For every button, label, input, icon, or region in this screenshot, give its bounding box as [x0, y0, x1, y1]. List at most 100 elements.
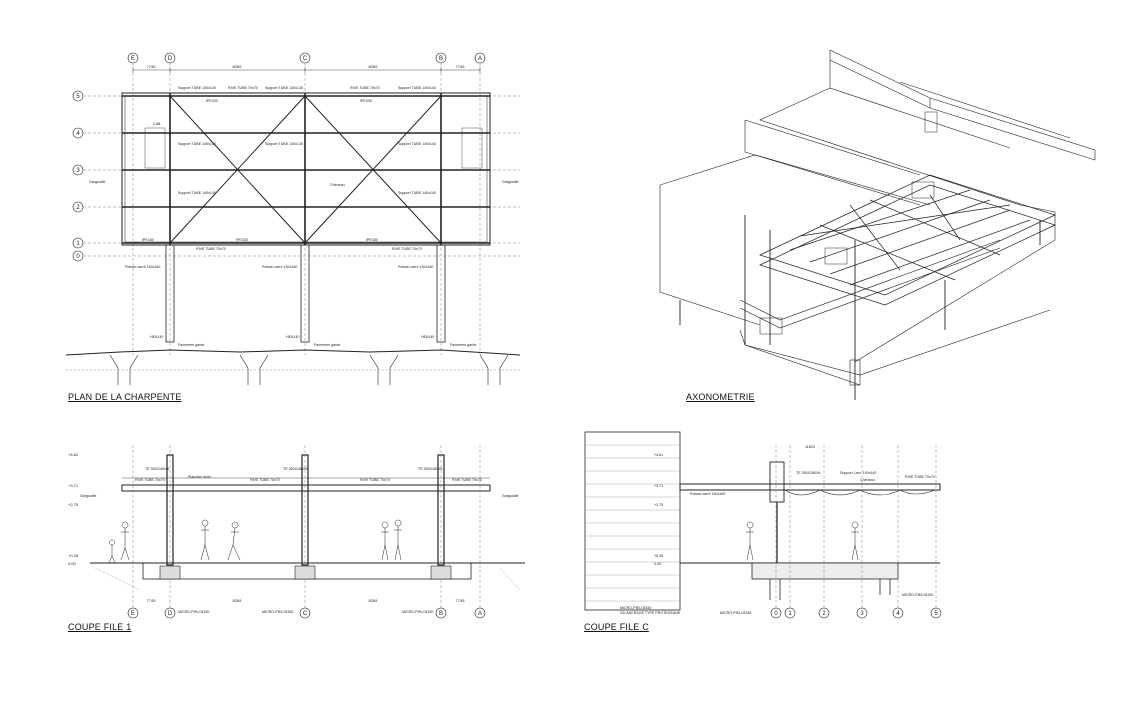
plan-columns: [169, 93, 442, 245]
s1-elev-low: +2.75: [68, 502, 79, 507]
s1-label-rive-3: RIVE TUBE 70x70: [360, 478, 390, 482]
plan-label-support-4: Support TUBE 140x140: [178, 142, 216, 146]
plan-label-poteau-1: Poteau carré 160x160: [125, 265, 160, 269]
s1-axis-A: A: [478, 611, 482, 617]
sC-label-chemin: Chêneau: [860, 478, 875, 482]
section1-pile-caps: [159, 565, 452, 580]
section-1-title: COUPE FILE 1: [68, 622, 132, 632]
sC-label-support: Support Lam. 140x140: [840, 471, 876, 475]
s1-axis-C: C: [303, 611, 308, 617]
s1-label-te-1: TE 300X180X6: [145, 467, 169, 471]
sC-label-rive: RIVE TUBE 70x70: [905, 475, 935, 479]
plan-axis-A: A: [478, 56, 482, 62]
plan-label-ipe-3: IPE330: [236, 238, 248, 242]
s1-label-gargouille-left: Gargouille: [80, 494, 96, 498]
s1-label-micropieu-1: MICRO-PIEU Ø150: [178, 610, 209, 614]
axo-roof-frame: [759, 174, 1056, 306]
plan-label-poteau-2: Poteau carré 160x160: [262, 265, 297, 269]
plan-frame-outline: [121, 92, 491, 246]
plan-row-5: 5: [76, 94, 80, 100]
plan-label-rive-3: RIVE TUBE 70x70: [196, 247, 226, 251]
section1-columns: [166, 454, 445, 566]
sC-elev-mid: +3.71: [654, 484, 663, 488]
plan-label-rive-2: RIVE TUBE 70x70: [350, 86, 380, 90]
plan-label-pavement-2: Pavement garde: [314, 343, 340, 347]
plan-label-support-8: Support TUBE 140x140: [398, 191, 436, 195]
plan-posts: [165, 244, 446, 343]
sectionC-axis-bubbles: [770, 607, 942, 619]
plan-axis-C: C: [303, 56, 308, 62]
s1-dim-edge-right: 7745: [456, 598, 466, 603]
plan-label-hea-3: HEA140: [421, 335, 434, 339]
plan-label-rive-1: RIVE TUBE 70x70: [228, 86, 258, 90]
sC-elev-low: +2.75: [654, 503, 663, 507]
sectionC-piles: [769, 579, 891, 600]
plan-row-3: 3: [76, 168, 80, 174]
sC-axis-2: 2: [822, 611, 826, 617]
s1-label-te-3: TE 300X180X6: [418, 467, 442, 471]
sC-dim-total: 11620: [805, 445, 815, 449]
sC-label-micropieu-1: MICRO-PIEU Ø150: [620, 606, 651, 610]
sectionC-brick-wall: [584, 431, 681, 611]
plan-label-support-2: Support TUBE 140x140: [265, 86, 303, 90]
plan-label-support-5: Support TUBE 140x140: [265, 142, 303, 146]
plan-dim-main-left: 8265: [233, 64, 243, 69]
s1-label-micropieu-2: MICRO-PIEU Ø150: [262, 610, 293, 614]
sC-label-micropieu-note: OU ANCRAGE TYPE PROTEGEANE: [620, 611, 681, 615]
plan-label-gargouille-right: Gargouille: [502, 180, 518, 184]
section-1-view: +4.61 +3.71 +2.75 +0.26 0.00: [68, 445, 525, 619]
plan-label-gargouille-left: Gargouille: [89, 180, 105, 184]
plan-foundations: [66, 354, 520, 385]
axonometric-view: [659, 49, 1096, 400]
plan-label-rive-4: RIVE TUBE 70x70: [392, 247, 422, 251]
section-c-title: COUPE FILE C: [584, 622, 649, 632]
plan-dim-main-right: 8265: [369, 64, 379, 69]
axonometry-title: AXONOMETRIE: [686, 392, 755, 402]
plan-label-pavement-3: Pavement garde: [450, 343, 476, 347]
sC-label-micropieu-3: MICRO-PIEU Ø150: [902, 593, 933, 597]
plan-beams: [122, 95, 490, 244]
sC-axis-3: 3: [860, 611, 864, 617]
axo-posts: [679, 215, 1041, 400]
sC-axis-0: 0: [774, 611, 778, 617]
plan-axis-E: E: [131, 56, 135, 62]
plan-bracing: [169, 95, 442, 244]
plan-dim-edge-left: 7745: [147, 64, 157, 69]
axo-canopy-left: [659, 119, 931, 326]
section-c-view: 0 1 2 3 4 5 +4.61 +3.71 +2.75 +0.26 0.00…: [584, 431, 942, 619]
sC-label-poteau: Poteau carré 160x160: [690, 492, 725, 496]
plan-view: E D C B A 5 4 3 2 1 0: [65, 52, 521, 385]
plan-label-pavement-1: Pavement garde: [178, 343, 204, 347]
plan-dim-edge-right: 7745: [456, 64, 466, 69]
section1-axis-bubbles: [127, 607, 486, 619]
section1-grid-lines: [132, 445, 481, 608]
plan-label-ipe-2: IPE330: [360, 99, 372, 103]
sC-label-micropieu-2: MICRO-PIEU Ø150: [720, 611, 751, 615]
plan-row-4: 4: [76, 131, 80, 137]
plan-label-support-6: Support TUBE 140x140: [398, 142, 436, 146]
plan-label-ipe-4: IPE330: [366, 238, 378, 242]
plan-title: PLAN DE LA CHARPENTE: [68, 392, 182, 402]
section1-human-figures: [108, 519, 402, 564]
s1-axis-B: B: [439, 611, 443, 617]
s1-label-rive-2: RIVE TUBE 70x70: [250, 478, 280, 482]
plan-row-1: 1: [76, 241, 80, 247]
sC-axis-4: 4: [896, 611, 900, 617]
sectionC-roof: [679, 483, 941, 491]
s1-label-micropieu-3: MICRO-PIEU Ø150: [402, 610, 433, 614]
plan-label-chevetre: Chêneau: [330, 183, 345, 187]
sectionC-human-figures: [746, 521, 859, 561]
axo-canopy-upper: [759, 49, 1096, 206]
sC-elev-ground: +0.26: [654, 554, 663, 558]
s1-elev-mid: +3.71: [68, 483, 79, 488]
plan-label-cab: CAB: [153, 122, 161, 126]
plan-row-2: 2: [76, 205, 80, 211]
plan-ground-line: [65, 349, 521, 356]
s1-dim-edge-left: 7745: [147, 598, 157, 603]
plan-row-0: 0: [76, 254, 80, 260]
plan-label-support-1: Support TUBE 140x140: [178, 86, 216, 90]
plan-axis-D: D: [168, 56, 173, 62]
plan-label-ipe-small: IPE160: [142, 238, 154, 242]
s1-label-rive-1: RIVE TUBE 70x70: [135, 478, 165, 482]
